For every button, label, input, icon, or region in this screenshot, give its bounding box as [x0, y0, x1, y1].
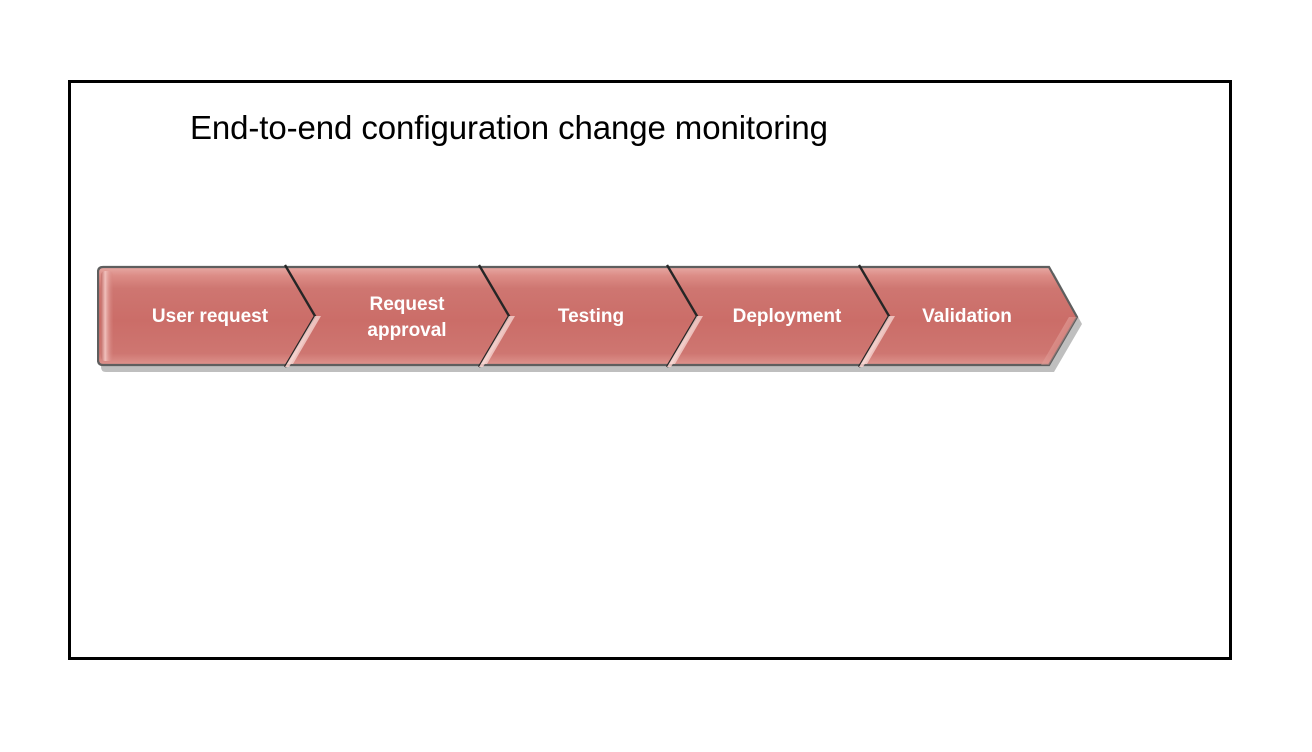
chevron-step-3[interactable]: Testing [558, 306, 624, 327]
left-edge-highlight [101, 271, 113, 361]
chevron-step-2-label-line2: approval [367, 320, 446, 341]
arrow-tip-highlight [1041, 317, 1077, 365]
chevron-step-1[interactable]: User request [152, 306, 269, 327]
chevron-step-4-label: Deployment [733, 306, 842, 327]
chevron-step-1-label: User request [152, 306, 269, 327]
chevron-step-2[interactable]: Request approval [367, 294, 446, 341]
chevron-bar [97, 265, 1079, 367]
process-flow-diagram: User request Request approval Testing De… [97, 264, 1082, 372]
chevron-step-2-label-line1: Request [370, 294, 446, 315]
chevron-step-5-label: Validation [922, 306, 1012, 327]
chevron-step-3-label: Testing [558, 306, 624, 327]
chevron-step-5[interactable]: Validation [922, 306, 1012, 327]
chevron-step-4[interactable]: Deployment [733, 306, 842, 327]
page-title: End-to-end configuration change monitori… [190, 109, 828, 146]
